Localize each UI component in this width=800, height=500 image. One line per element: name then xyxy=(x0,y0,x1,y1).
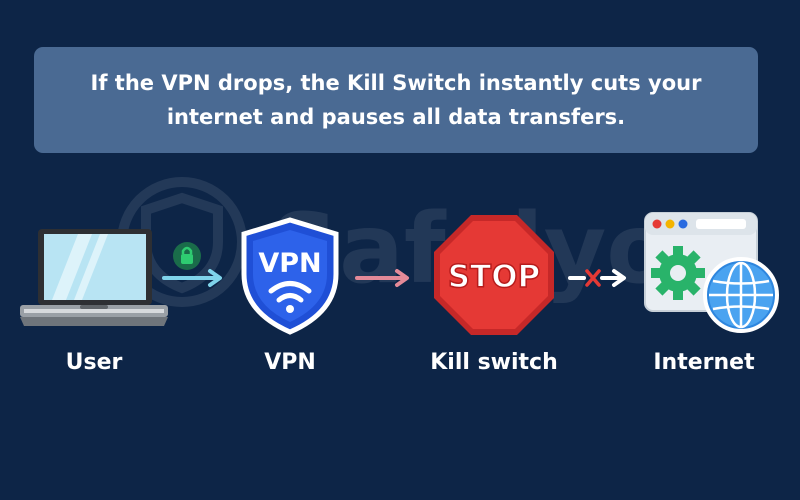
globe-icon xyxy=(703,257,779,333)
arrow-user-to-vpn xyxy=(162,269,222,287)
internet-label: Internet xyxy=(653,350,755,375)
kill-switch-node: STOP xyxy=(431,212,557,338)
user-node xyxy=(18,224,170,334)
vpn-label: VPN xyxy=(264,350,316,375)
vpn-badge-text: VPN xyxy=(258,248,321,279)
browser-globe-icon xyxy=(644,212,779,333)
banner-text: If the VPN drops, the Kill Switch instan… xyxy=(90,71,702,129)
laptop-icon xyxy=(20,229,168,326)
x-icon xyxy=(585,269,601,287)
kill-switch-label: Kill switch xyxy=(430,350,558,375)
connector-kill-internet xyxy=(568,266,634,290)
blocked-arrow xyxy=(568,269,626,287)
connector-vpn-kill xyxy=(355,268,415,288)
arrow-vpn-to-kill-switch xyxy=(355,269,409,287)
lock-icon xyxy=(173,242,201,270)
user-label: User xyxy=(65,350,123,375)
stop-sign-icon: STOP xyxy=(434,215,554,335)
vpn-shield-icon: VPN xyxy=(241,217,339,335)
info-banner: If the VPN drops, the Kill Switch instan… xyxy=(34,47,758,153)
stop-badge-text: STOP xyxy=(448,259,541,295)
vpn-node: VPN xyxy=(238,216,342,336)
internet-node xyxy=(640,208,790,336)
gear-icon xyxy=(651,246,705,300)
